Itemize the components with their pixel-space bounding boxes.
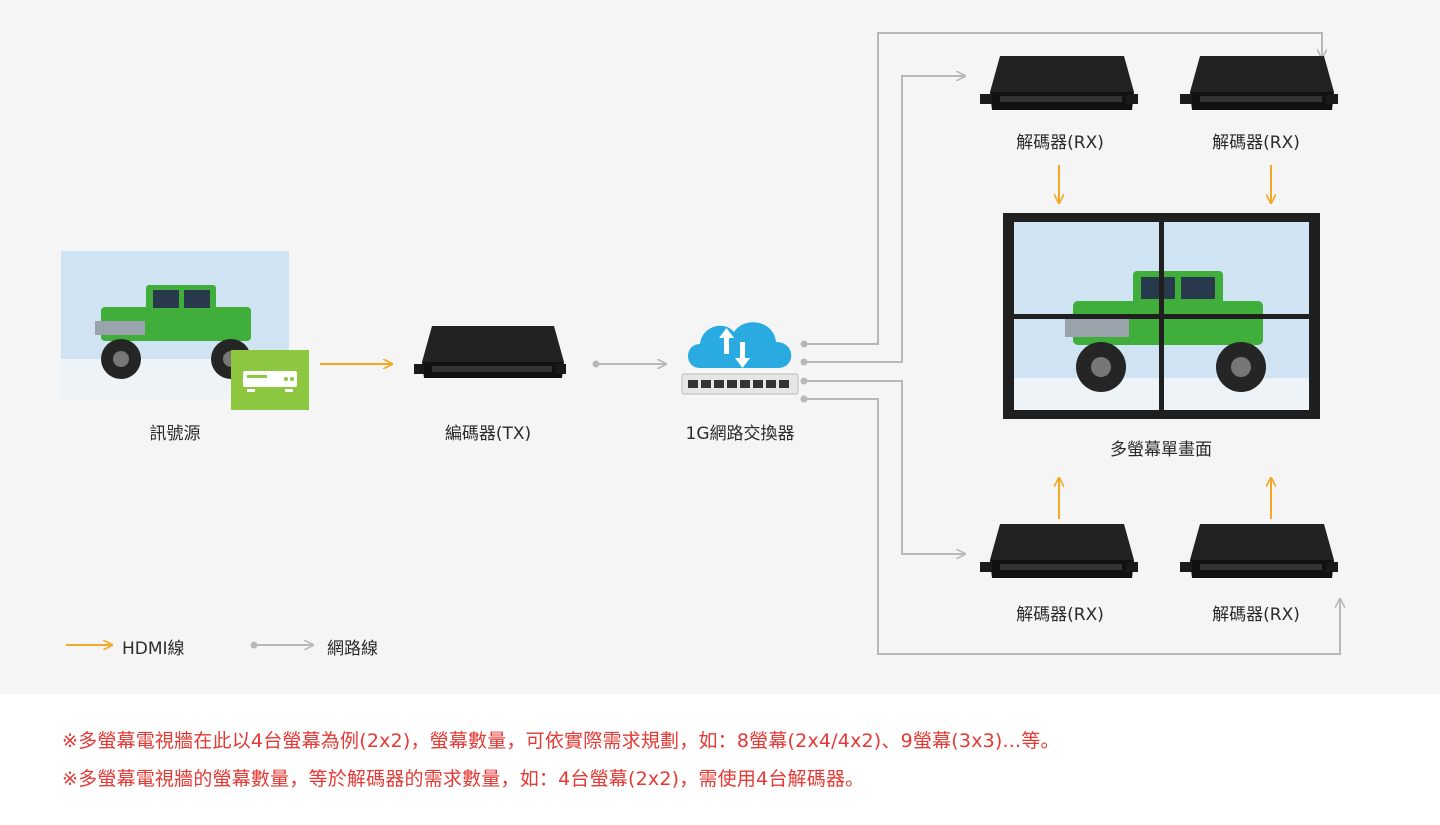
network-line-rx4 [804, 398, 1340, 655]
decoder-label-1: 解碼器(RX) [1016, 133, 1104, 153]
diagram-panel: 訊號源 編碼器(TX) 1G網路交換器 解碼器(RX) 解碼器(RX) 解碼器(… [61, 32, 1440, 659]
legend-network-label: 網路線 [327, 639, 378, 659]
decoder-device-2 [1180, 56, 1338, 110]
decoder-device-1 [980, 56, 1138, 110]
note-line-2: ※多螢幕電視牆的螢幕數量，等於解碼器的需求數量，如：4台螢幕(2x2)，需使用4… [62, 768, 865, 790]
encoder-label: 編碼器(TX) [444, 424, 532, 444]
decoder-device-3 [980, 524, 1138, 578]
network-line-rx1 [804, 76, 965, 363]
cloud-network-switch-icon [681, 322, 799, 395]
connection-lines [66, 32, 1440, 655]
source-label: 訊號源 [149, 424, 201, 444]
decoder-label-3: 解碼器(RX) [1016, 605, 1104, 625]
video-wall [1003, 213, 1320, 419]
switch-label: 1G網路交換器 [685, 424, 795, 444]
decoder-label-2: 解碼器(RX) [1212, 133, 1300, 153]
note-line-1: ※多螢幕電視牆在此以4台螢幕為例(2x2)，螢幕數量，可依實際需求規劃，如：8螢… [62, 730, 1060, 752]
encoder-device [414, 326, 566, 378]
media-player-icon [231, 350, 309, 410]
decoder-label-4: 解碼器(RX) [1212, 605, 1300, 625]
network-line-rx2 [804, 32, 1322, 345]
decoder-device-4 [1180, 524, 1338, 578]
legend-hdmi-label: HDMI線 [122, 639, 185, 659]
videowall-label: 多螢幕單畫面 [1110, 440, 1212, 460]
network-line-rx3 [804, 380, 965, 554]
